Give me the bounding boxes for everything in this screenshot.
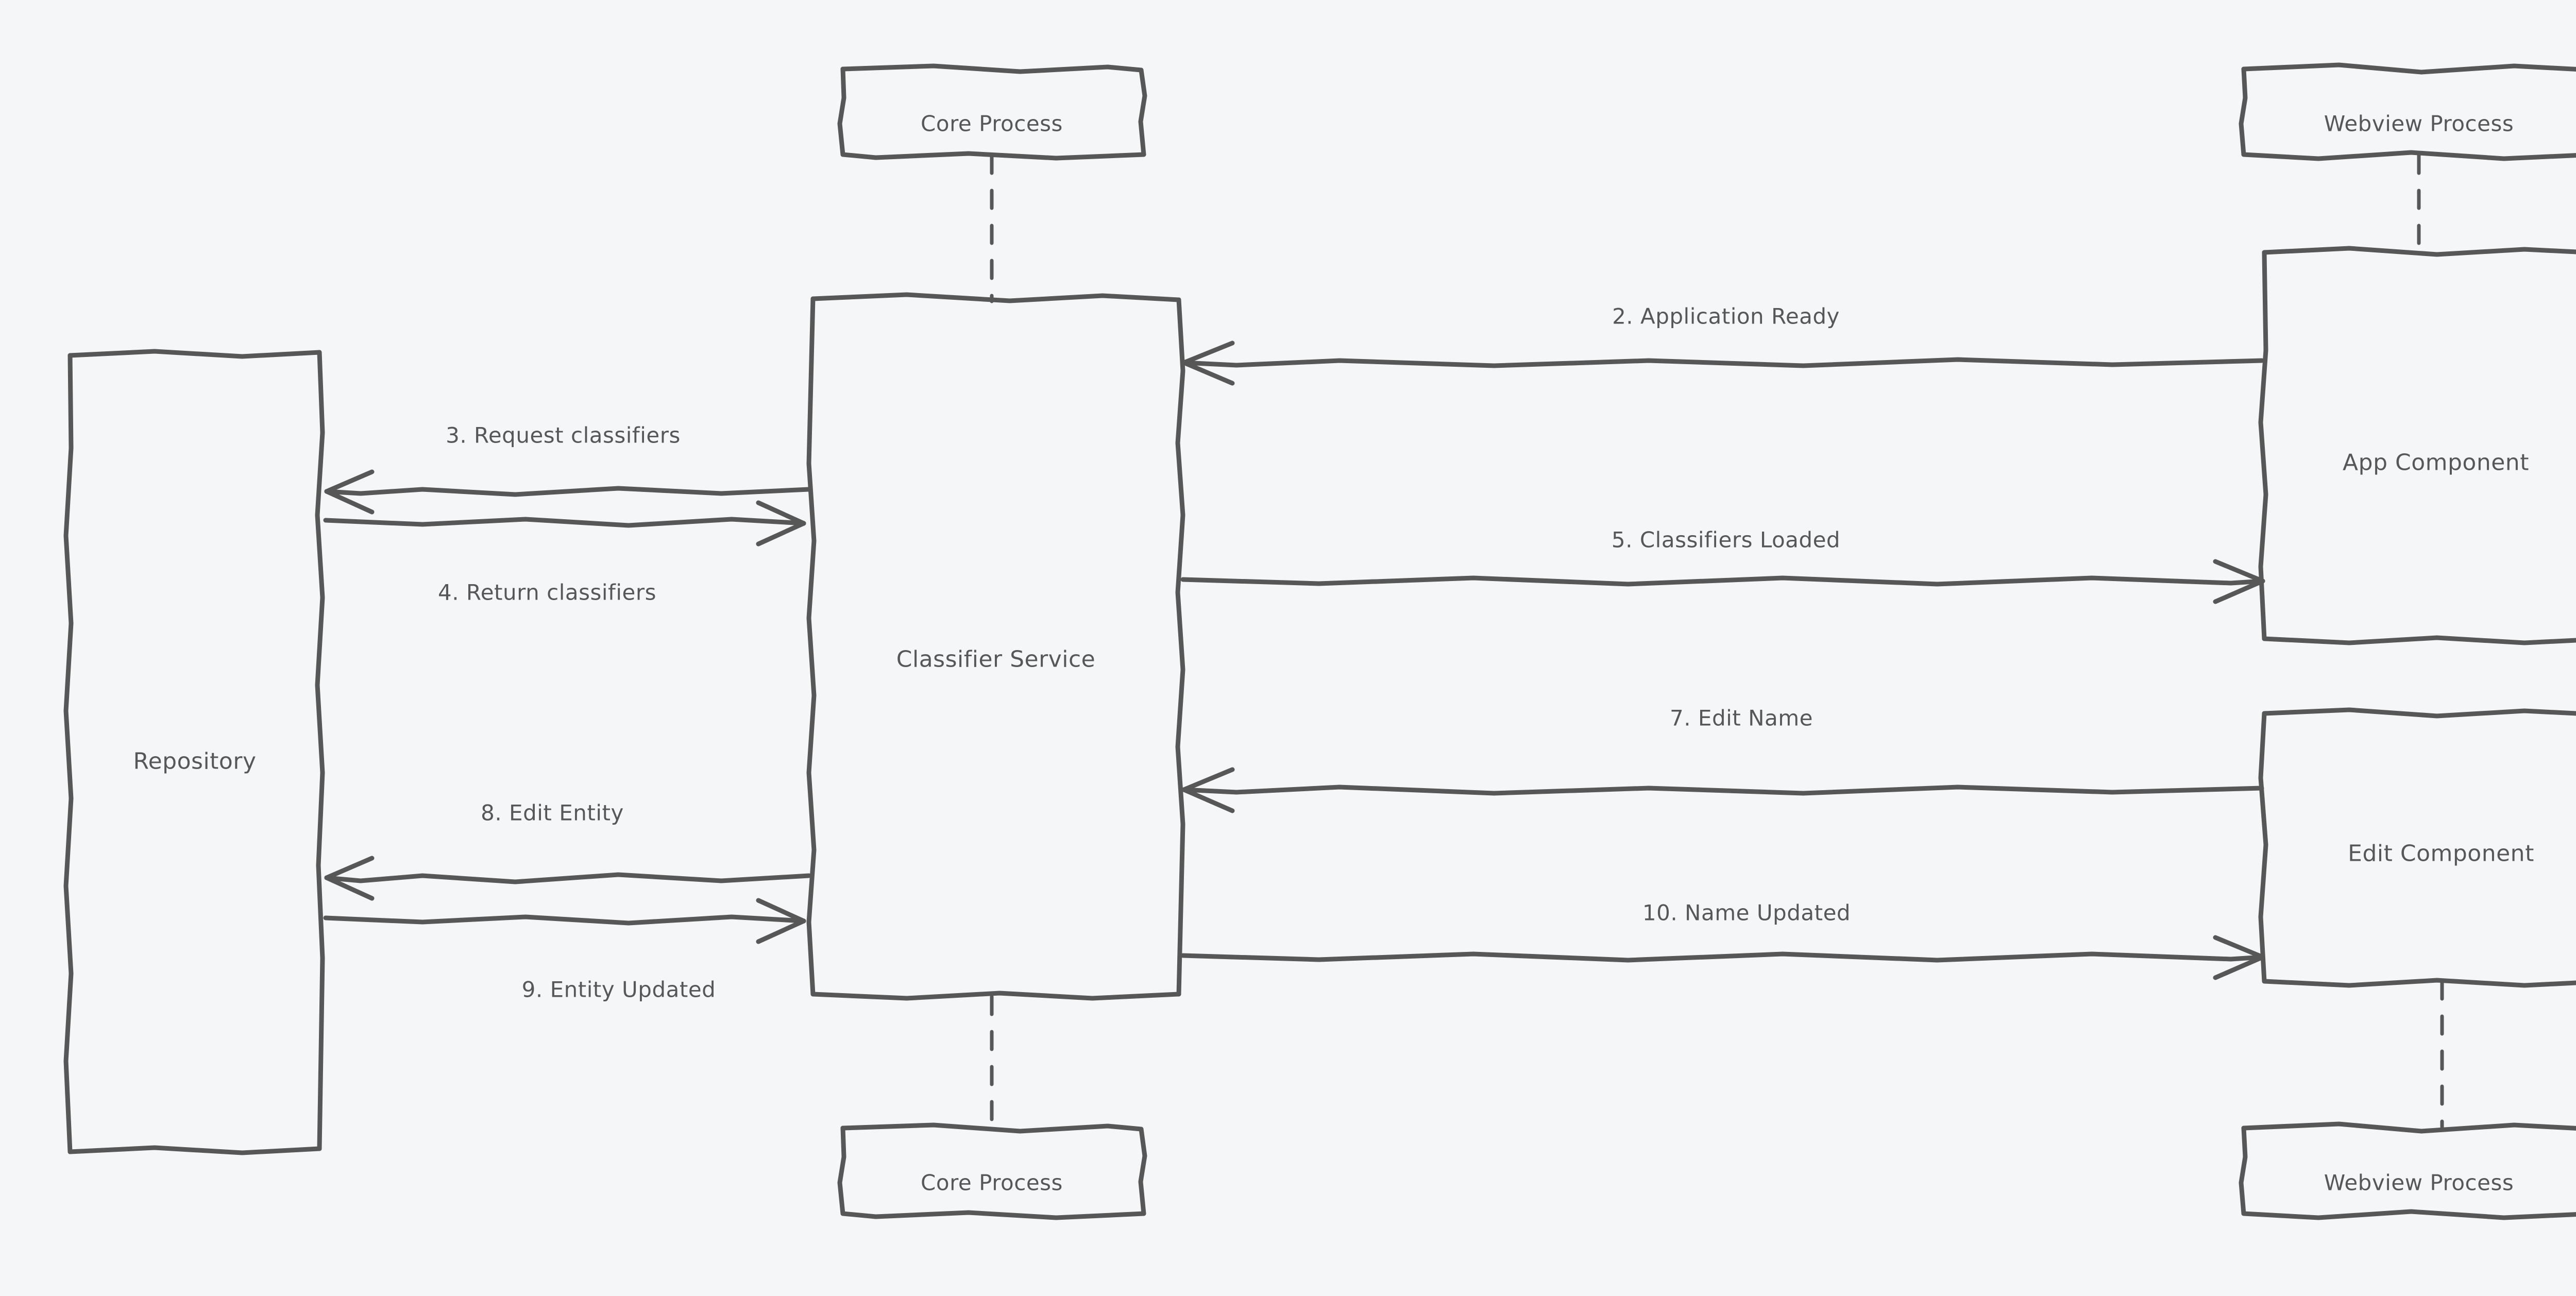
group-webview-process-bottom <box>2239 1121 2576 1220</box>
arrow-10-name-updated <box>1180 935 2265 980</box>
message-label-9: 9. Entity Updated <box>521 977 716 1002</box>
group-webview-process-top <box>2239 62 2576 161</box>
message-label-5: 5. Classifiers Loaded <box>1611 527 1841 553</box>
arrow-8-edit-entity <box>324 856 811 901</box>
arrow-2-application-ready <box>1181 340 2264 386</box>
participant-label-repository[interactable]: Repository <box>133 748 257 775</box>
arrow-5-classifiers-loaded <box>1180 559 2265 604</box>
group-core-process-bottom <box>837 1122 1147 1220</box>
message-label-8: 8. Edit Entity <box>481 800 624 826</box>
group-label-webview-process-top: Webview Process <box>2324 111 2514 137</box>
participant-box-edit-component <box>2258 707 2576 988</box>
participant-label-edit-component[interactable]: Edit Component <box>2348 840 2534 867</box>
group-label-webview-process-bottom: Webview Process <box>2324 1170 2514 1196</box>
message-label-4: 4. Return classifiers <box>437 579 657 605</box>
message-label-10: 10. Name Updated <box>1642 900 1851 926</box>
group-label-core-process-bottom: Core Process <box>921 1170 1063 1196</box>
arrow-4-return-classifiers <box>323 500 806 547</box>
participant-label-app-component[interactable]: App Component <box>2343 449 2529 476</box>
message-label-3: 3. Request classifiers <box>446 422 681 448</box>
message-label-2: 2. Application Ready <box>1612 303 1840 329</box>
arrow-7-edit-name <box>1181 767 2264 813</box>
participant-label-classifier-service[interactable]: Classifier Service <box>896 646 1096 673</box>
participant-box-app-component <box>2258 246 2576 645</box>
participant-box-repository <box>63 349 325 1155</box>
arrow-3-request-classifiers <box>324 469 811 515</box>
message-label-7: 7. Edit Name <box>1669 705 1814 731</box>
arrow-9-entity-updated <box>323 898 806 944</box>
group-label-core-process-top: Core Process <box>921 111 1063 137</box>
group-core-process-top <box>837 63 1147 161</box>
